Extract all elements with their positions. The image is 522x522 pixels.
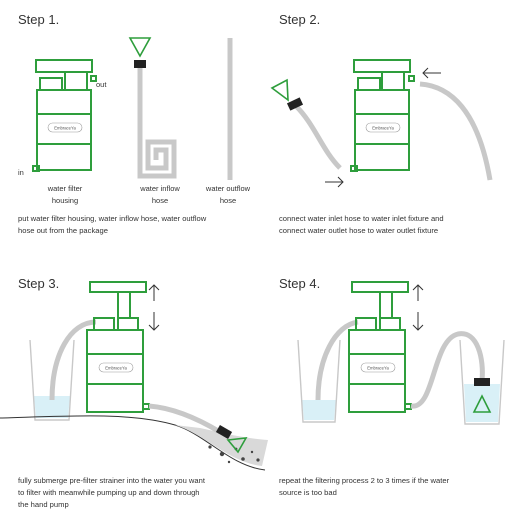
filter-housing-step1 — [32, 59, 97, 172]
step-1: Step 1. EmbraceYa out in water filter ho… — [18, 12, 251, 235]
step-4-title: Step 4. — [279, 276, 320, 291]
hose-connector-icon-step3 — [215, 425, 233, 439]
pebbles — [208, 445, 260, 464]
brand-label-step2: EmbraceYa — [372, 126, 394, 131]
strainer-icon-step4 — [472, 394, 492, 413]
arrow-up-icon-step4 — [412, 284, 424, 301]
strainer-icon-step3 — [226, 437, 248, 454]
step-3-caption-line3: the hand pump — [18, 500, 69, 509]
outlet-hose-step3 — [49, 319, 97, 401]
step-3-caption-line2: to filter with meanwhile pumping up and … — [18, 488, 200, 497]
step-1-title: Step 1. — [18, 12, 59, 27]
housing-label-line2: housing — [52, 196, 78, 205]
in-label: in — [18, 168, 24, 177]
filter-housing-step2 — [350, 59, 415, 172]
brand-badge-step4 — [360, 362, 396, 373]
step-2-caption-line1: connect water inlet hose to water inlet … — [279, 214, 444, 223]
out-label: out — [96, 80, 107, 89]
step-1-caption-line2: hose out from the package — [18, 226, 108, 235]
brand-label-step3: EmbraceYa — [105, 366, 127, 371]
brand-label-step4: EmbraceYa — [367, 366, 389, 371]
glass-left-step4 — [297, 339, 341, 423]
brand-badge-step2 — [365, 122, 401, 133]
strainer-icon — [128, 37, 152, 58]
brand-badge-step1 — [47, 122, 83, 133]
arrow-down-icon — [148, 312, 160, 331]
inflow-label-line2: hose — [152, 196, 168, 205]
brand-badge-step3 — [98, 362, 134, 373]
outlet-hose-step4 — [315, 319, 359, 401]
step-2-title: Step 2. — [279, 12, 320, 27]
water-source — [175, 425, 268, 466]
step-2-caption-line2: connect water outlet hose to water outle… — [279, 226, 438, 235]
inflow-label-line1: water inflow — [139, 184, 180, 193]
housing-label-line1: water filter — [47, 184, 83, 193]
outflow-label-line2: hose — [220, 196, 236, 205]
step-3: Step 3. EmbraceYa — [0, 276, 268, 509]
step-1-caption-line1: put water filter housing, water inflow h… — [18, 214, 207, 223]
step-4: Step 4. EmbraceYa — [279, 276, 505, 497]
inflow-hose-step1 — [128, 37, 177, 179]
arrow-right-icon — [325, 176, 344, 188]
arrow-left-icon — [422, 67, 441, 79]
hose-connector-icon — [134, 60, 146, 68]
filter-housing-step3 — [86, 281, 150, 413]
arrow-down-icon-step4 — [412, 312, 424, 331]
inlet-hose-step2 — [294, 104, 342, 170]
strainer-icon-step2 — [270, 78, 289, 102]
outflow-label-line1: water outflow — [205, 184, 251, 193]
brand-label-step1: EmbraceYa — [54, 126, 76, 131]
inlet-hose-step3 — [148, 403, 222, 435]
step-3-caption-line1: fully submerge pre-filter strainer into … — [18, 476, 206, 485]
hose-connector-icon-step4 — [474, 378, 490, 386]
step-3-title: Step 3. — [18, 276, 59, 291]
ground-line — [0, 415, 266, 471]
step-4-caption-line1: repeat the filtering process 2 to 3 time… — [279, 476, 450, 485]
inlet-hose-step4 — [410, 331, 485, 409]
hose-connector-icon-step2 — [286, 97, 304, 111]
outlet-hose-step2 — [419, 81, 493, 181]
step-4-caption-line2: source is too bad — [279, 488, 337, 497]
glass-step3 — [29, 339, 75, 421]
filter-housing-step4 — [348, 281, 412, 413]
arrow-up-icon — [148, 284, 160, 301]
step-2: Step 2. EmbraceYa connect water i — [270, 12, 493, 235]
